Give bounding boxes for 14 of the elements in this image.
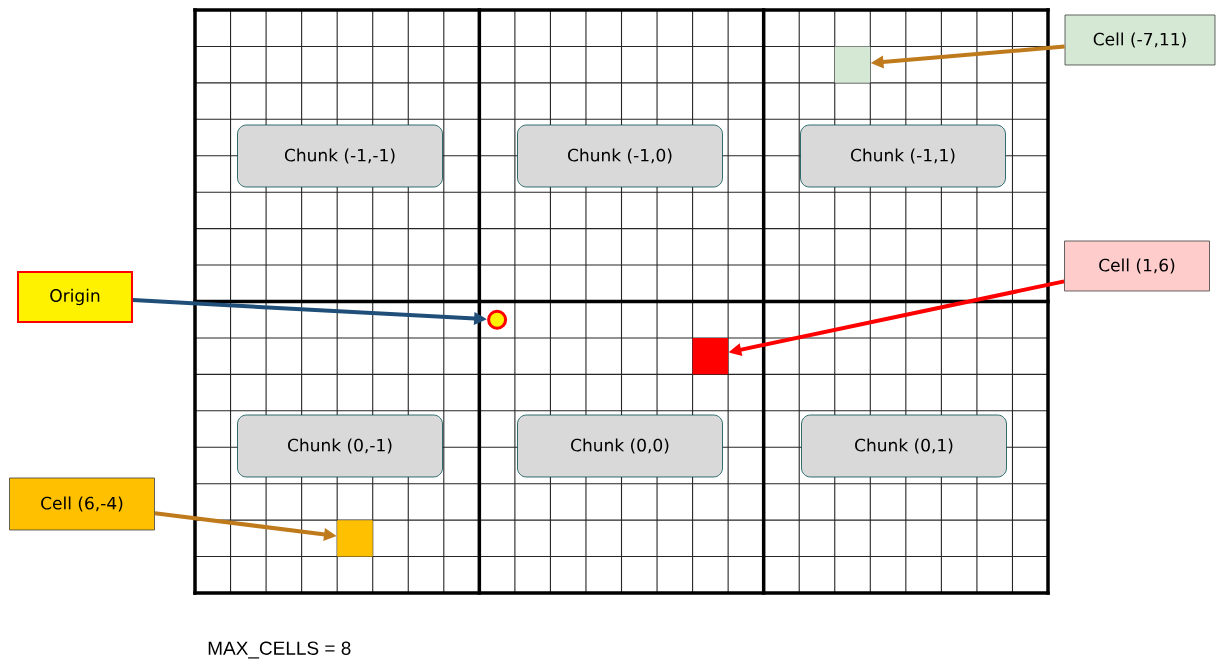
origin-label: Origin: [17, 271, 133, 323]
chunk-box: Chunk (0,1): [801, 414, 1007, 478]
chunk-box: Chunk (-1,1): [800, 124, 1006, 188]
cell-label: Cell (6,-4): [9, 477, 155, 531]
highlighted-cell: [834, 46, 871, 83]
note-text: MAX_CELLS = 8: [208, 641, 351, 659]
cell-label: Cell (-7,11): [1064, 14, 1216, 66]
chunk-box: Chunk (0,-1): [237, 414, 443, 478]
origin-marker: [487, 309, 508, 330]
highlighted-cell: [337, 520, 373, 557]
cell-label: Cell (1,6): [1064, 240, 1210, 292]
chunk-box: Chunk (0,0): [517, 414, 723, 478]
chunk-box: Chunk (-1,-1): [237, 124, 443, 188]
chunk-box: Chunk (-1,0): [517, 124, 723, 188]
